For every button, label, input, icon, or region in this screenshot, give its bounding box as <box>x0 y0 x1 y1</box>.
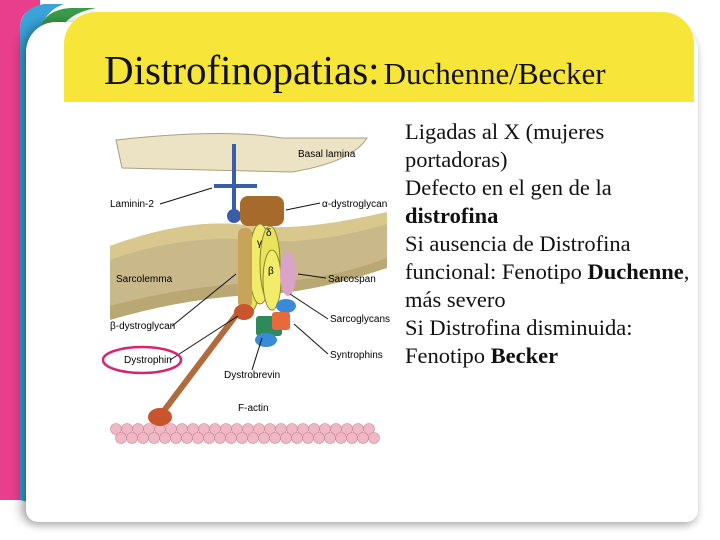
actin-bead <box>324 432 336 444</box>
alpha-dystroglycan-block <box>240 196 284 226</box>
basal-lamina-sheet <box>115 132 368 173</box>
actin-bead <box>126 432 138 444</box>
label-gamma: γ <box>257 238 262 249</box>
bullet-2-bold: distrofina <box>405 203 499 228</box>
label-f-actin: F-actin <box>238 403 269 414</box>
bullet-4: Si Distrofina disminuida: Fenotipo Becke… <box>405 315 633 368</box>
label-dystrobrevin: Dystrobrevin <box>224 370 280 381</box>
dystrophin-complex-figure: α γ δ β Basal lamina Laminin-2 α-dystrog… <box>102 124 392 454</box>
actin-bead <box>368 432 380 444</box>
bullet-2: Defecto en el gen de la distrofina <box>405 175 612 228</box>
bullet-1: Ligadas al X (mujeres portadoras) <box>405 119 605 172</box>
title-sub: Duchenne/Becker <box>383 56 606 91</box>
label-basal-lamina: Basal lamina <box>298 149 356 160</box>
syntrophin-block <box>272 312 290 330</box>
sarcospan-block <box>280 252 296 296</box>
actin-bead <box>137 432 149 444</box>
actin-bead <box>148 432 160 444</box>
actin-bead <box>181 432 193 444</box>
actin-bead <box>159 432 171 444</box>
actin-bead <box>302 432 314 444</box>
bullet-3: Si ausencia de Distrofina funcional: Fen… <box>405 231 690 312</box>
f-actin-chain <box>110 423 380 444</box>
actin-bead <box>280 432 292 444</box>
actin-bead <box>115 432 127 444</box>
title-bar <box>64 12 694 102</box>
actin-bead <box>363 423 375 435</box>
actin-bead <box>214 432 226 444</box>
actin-bead <box>247 432 259 444</box>
actin-bead <box>313 432 325 444</box>
sarcoglycan-blue <box>276 299 296 313</box>
dystrophin-rod <box>157 307 243 419</box>
dystrophin-highlight <box>102 345 183 375</box>
label-sarcolemma: Sarcolemma <box>116 274 173 285</box>
bullet-list: Ligadas al X (mujeres portadoras) Defect… <box>405 118 695 370</box>
label-dystrophin: Dystrophin <box>124 355 172 366</box>
syntrophin-blue <box>255 333 277 347</box>
label-beta-dystroglycan: β-dystroglycan <box>110 321 175 332</box>
callout-lines <box>159 187 329 371</box>
label-sarcospan: Sarcospan <box>328 274 376 285</box>
actin-bead <box>269 432 281 444</box>
actin-bead <box>225 432 237 444</box>
actin-bead <box>346 432 358 444</box>
label-beta: β <box>268 266 274 277</box>
label-syntrophins: Syntrophins <box>330 350 383 361</box>
actin-bead <box>192 432 204 444</box>
actin-bead <box>335 432 347 444</box>
label-alpha-dystroglycan: α-dystroglycan <box>322 199 387 210</box>
dystrophin-binding <box>234 304 254 320</box>
bullet-3-bold: Duchenne <box>587 259 684 284</box>
actin-bead <box>170 432 182 444</box>
dystrophin-head <box>148 408 172 426</box>
actin-bead <box>203 432 215 444</box>
actin-bead <box>291 432 303 444</box>
label-laminin: Laminin-2 <box>110 199 154 210</box>
label-sarcoglycans: Sarcoglycans <box>330 314 390 325</box>
sarcoglycan-beta <box>262 249 282 311</box>
actin-bead <box>236 432 248 444</box>
slide-title: Distrofinopatias: Duchenne/Becker <box>104 46 606 94</box>
actin-bead <box>258 432 270 444</box>
bullet-4-bold: Becker <box>490 343 559 368</box>
title-main: Distrofinopatias: <box>104 47 380 93</box>
beta-dystroglycan-block <box>238 228 252 308</box>
actin-bead <box>357 432 369 444</box>
label-delta: δ <box>266 228 272 239</box>
laminin-knob <box>227 209 241 223</box>
